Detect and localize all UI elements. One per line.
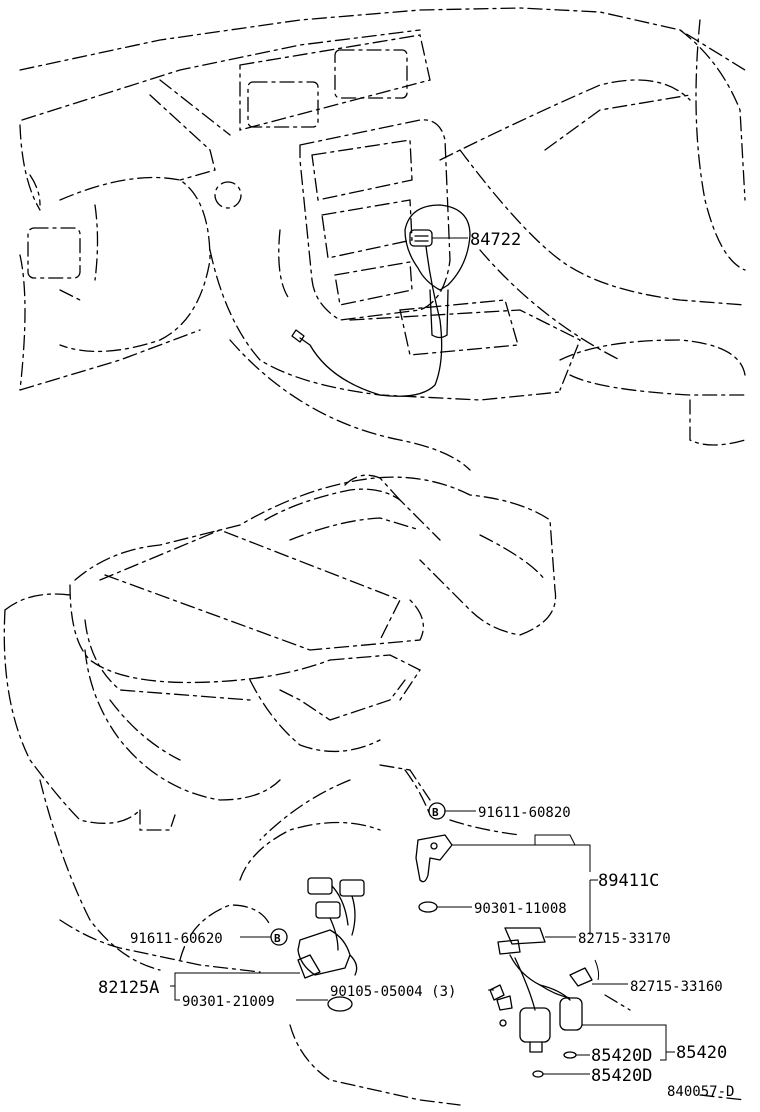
marker-b-lower-text: B	[274, 932, 281, 945]
gasket-90301-21009	[296, 996, 353, 1012]
label-90301-11008: 90301-11008	[474, 901, 567, 917]
camshaft-sensor-89411C	[415, 834, 598, 935]
label-90105-05004: 90105-05004 (3)	[330, 984, 456, 1000]
label-85420D-b: 85420D	[591, 1066, 652, 1086]
connector-82715-33170	[497, 927, 576, 955]
label-82715-33160: 82715-33160	[630, 979, 723, 995]
dashboard-illustration	[19, 7, 746, 471]
engine-illustration	[3, 474, 746, 1106]
shift-lock-switch	[409, 229, 433, 247]
vsv-assembly-85420	[496, 954, 675, 1061]
filter-85420D-a	[563, 1051, 590, 1059]
marker-b-upper-text: B	[432, 806, 439, 819]
label-82715-33170: 82715-33170	[578, 931, 671, 947]
filter-85420D-b	[532, 1070, 590, 1078]
wire-harness-82125A	[297, 877, 365, 979]
label-91611-60820: 91611-60820	[478, 805, 571, 821]
label-85420D-a: 85420D	[591, 1046, 652, 1066]
leader-82125A	[170, 972, 300, 1001]
connector-82715-33160	[569, 959, 628, 987]
figure-code: 840057-D	[667, 1084, 734, 1100]
label-91611-60620: 91611-60620	[130, 931, 223, 947]
label-90301-21009: 90301-21009	[182, 994, 275, 1010]
shift-lever	[291, 204, 471, 397]
o-ring-90301-11008	[418, 901, 472, 913]
label-84722: 84722	[470, 230, 521, 250]
label-82125A: 82125A	[98, 978, 159, 998]
bolt-90105-05004	[488, 984, 505, 1001]
bolt-marker-b-lower: B	[240, 928, 288, 946]
bolt-marker-b-upper: B	[428, 802, 476, 820]
label-85420: 85420	[676, 1043, 727, 1063]
label-89411C: 89411C	[598, 871, 659, 891]
